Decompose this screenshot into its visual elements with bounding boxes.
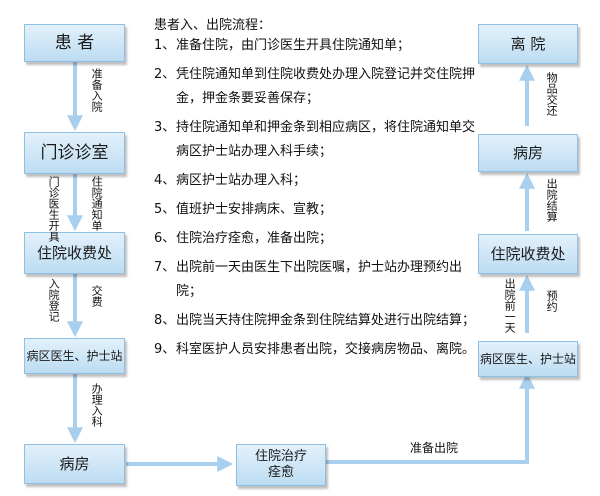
- process-step-text: 住院治疗痊愈，准备出院；: [176, 231, 333, 246]
- process-step-number: 9、: [154, 342, 176, 357]
- label-discharge-settlement: 出院结算: [545, 178, 559, 222]
- process-description: 患者入、出院流程： 1、准备住院，由门诊医生开具住院通知单；2、凭住院通知单到住…: [154, 14, 484, 367]
- process-title: 患者入、出院流程：: [154, 18, 272, 33]
- node-ward-staff-left: 病区医生、护士站: [24, 338, 125, 374]
- label-prepare-admission: 准备入院: [90, 68, 104, 112]
- process-step-text: 准备住院，由门诊医生开具住院通知单；: [176, 38, 411, 53]
- label-admission-register: 入院登记: [47, 278, 61, 322]
- process-step-text: 凭住院通知单到住院收费处办理入院登记并交住院押金，押金条要妥善保存；: [176, 67, 476, 106]
- node-admission-office-left-label: 住院收费处: [36, 244, 112, 262]
- process-step: 8、出院当天持住院押金条到住院结算处进行出院结算；: [154, 309, 484, 333]
- process-step: 3、持住院通知单和押金条到相应病区，将住院通知单交病区护士站办理入科手续；: [154, 116, 484, 164]
- process-step: 1、准备住院，由门诊医生开具住院通知单；: [154, 34, 484, 58]
- node-admission-office-right-label: 住院收费处: [490, 245, 566, 263]
- process-step-text: 持住院通知单和押金条到相应病区，将住院通知单交病区护士站办理入科手续；: [176, 120, 476, 159]
- label-doctor-issue: 门诊医生开具: [47, 176, 61, 242]
- process-step-number: 4、: [154, 173, 176, 188]
- node-clinic-label: 门诊诊室: [40, 142, 109, 163]
- process-step-text: 值班护士安排病床、宣教；: [176, 202, 333, 217]
- node-discharge-label: 离 院: [510, 35, 546, 53]
- label-day-before: 出院前一天: [503, 278, 517, 333]
- node-ward-left: 病房: [24, 444, 125, 484]
- process-steps: 1、准备住院，由门诊医生开具住院通知单；2、凭住院通知单到住院收费处办理入院登记…: [154, 34, 484, 362]
- node-admission-office-right: 住院收费处: [478, 234, 578, 274]
- label-items-handover: 物品交还: [545, 72, 559, 116]
- process-step: 4、病区护士站办理入科；: [154, 169, 484, 193]
- process-step: 2、凭住院通知单到住院收费处办理入院登记并交住院押金，押金条要妥善保存；: [154, 63, 484, 111]
- process-step-number: 5、: [154, 202, 176, 217]
- node-treatment-label: 住院治疗 痊愈: [254, 449, 307, 480]
- node-treatment: 住院治疗 痊愈: [236, 444, 326, 486]
- process-step: 5、值班护士安排病床、宣教；: [154, 198, 484, 222]
- node-ward-right: 病房: [478, 134, 578, 172]
- label-pay-deposit: 交费: [90, 285, 104, 307]
- process-step-number: 1、: [154, 38, 176, 53]
- process-step-text: 科室医护人员安排患者出院，交接病房物品、离院。: [176, 342, 476, 357]
- process-step: 9、科室医护人员安排患者出院，交接病房物品、离院。: [154, 338, 484, 362]
- node-clinic: 门诊诊室: [24, 132, 125, 174]
- label-handle-admission: 办理入科: [90, 383, 104, 427]
- process-step-number: 6、: [154, 231, 176, 246]
- process-step-number: 3、: [154, 120, 176, 135]
- node-admission-office-left: 住院收费处: [24, 232, 125, 274]
- process-step-text: 出院前一天由医生下出院医嘱，护士站办理预约出院；: [176, 260, 463, 299]
- node-ward-left-label: 病房: [59, 455, 90, 473]
- process-step-number: 7、: [154, 260, 176, 275]
- process-step-text: 出院当天持住院押金条到住院结算处进行出院结算；: [176, 313, 476, 328]
- node-ward-staff-right-label: 病区医生、护士站: [479, 351, 576, 366]
- arrow-treatment-to-wardstaff: [326, 372, 535, 464]
- label-prepare-discharge: 准备出院: [410, 441, 459, 455]
- node-discharge: 离 院: [478, 24, 578, 64]
- process-step: 6、住院治疗痊愈，准备出院；: [154, 227, 484, 251]
- node-patient: 患 者: [24, 24, 125, 62]
- process-step: 7、出院前一天由医生下出院医嘱，护士站办理预约出院；: [154, 256, 484, 304]
- process-step-number: 8、: [154, 313, 176, 328]
- process-step-text: 病区护士站办理入科；: [176, 173, 307, 188]
- node-ward-staff-right: 病区医生、护士站: [478, 341, 578, 377]
- node-patient-label: 患 者: [54, 32, 95, 53]
- node-ward-staff-left-label: 病区医生、护士站: [26, 348, 123, 363]
- node-ward-right-label: 病房: [512, 144, 543, 162]
- label-appointment: 预约: [545, 290, 559, 312]
- process-step-number: 2、: [154, 67, 176, 82]
- label-admission-notice: 住院通知单: [90, 176, 104, 231]
